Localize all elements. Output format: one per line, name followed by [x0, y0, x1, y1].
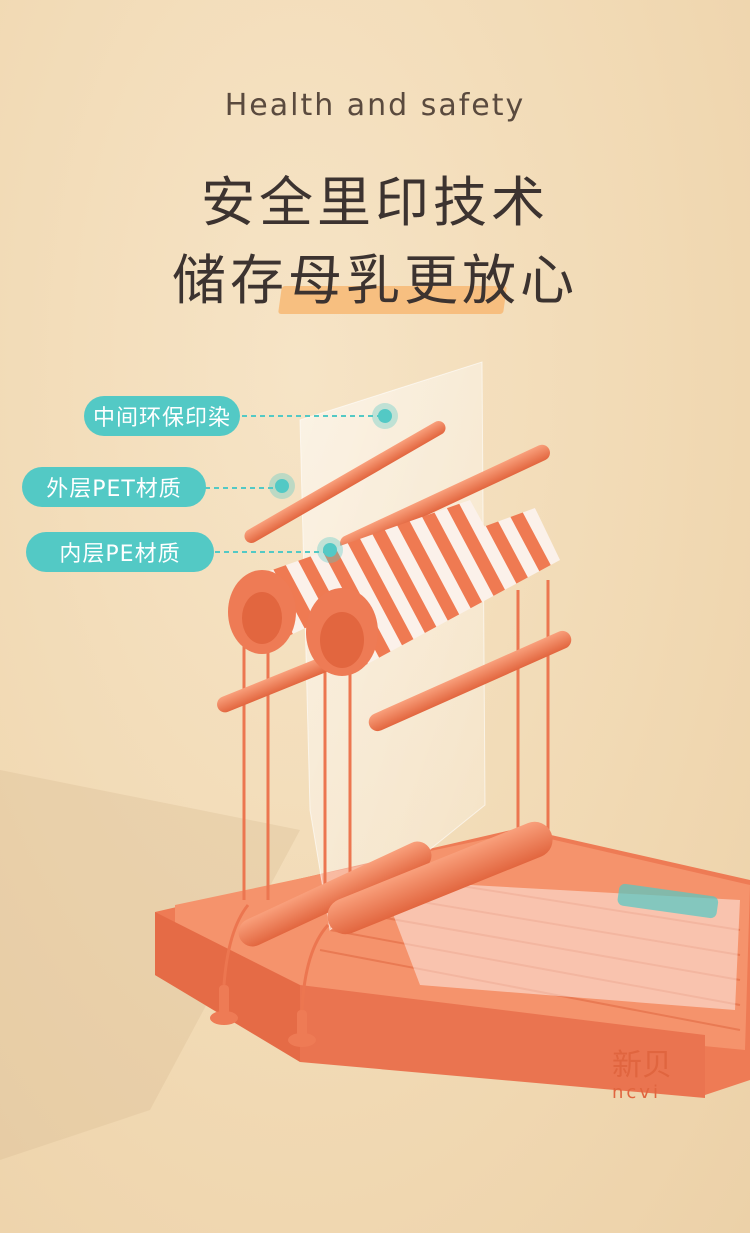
- callout-middle-layer: 中间环保印染: [84, 396, 240, 436]
- callout-inner-layer: 内层PE材质: [26, 532, 214, 572]
- striped-rolls: [228, 500, 560, 676]
- brand-cn: 新贝: [612, 1048, 672, 1083]
- bottom-rollers: [238, 821, 553, 947]
- page-title-line1: 安全里印技术: [201, 171, 549, 234]
- storage-bag: [380, 880, 740, 1010]
- floor-shadow: [0, 770, 300, 1160]
- top-rods: [244, 421, 550, 552]
- callout-outer-layer: 外层PET材质: [22, 467, 206, 507]
- callout-lines: [205, 415, 380, 553]
- brand-en: ncvi: [612, 1082, 661, 1103]
- callout-dots: [269, 403, 398, 563]
- page-title-line2: 储存母乳更放心: [172, 249, 578, 312]
- page-subtitle: Health and safety: [224, 88, 526, 123]
- feet: [210, 985, 316, 1047]
